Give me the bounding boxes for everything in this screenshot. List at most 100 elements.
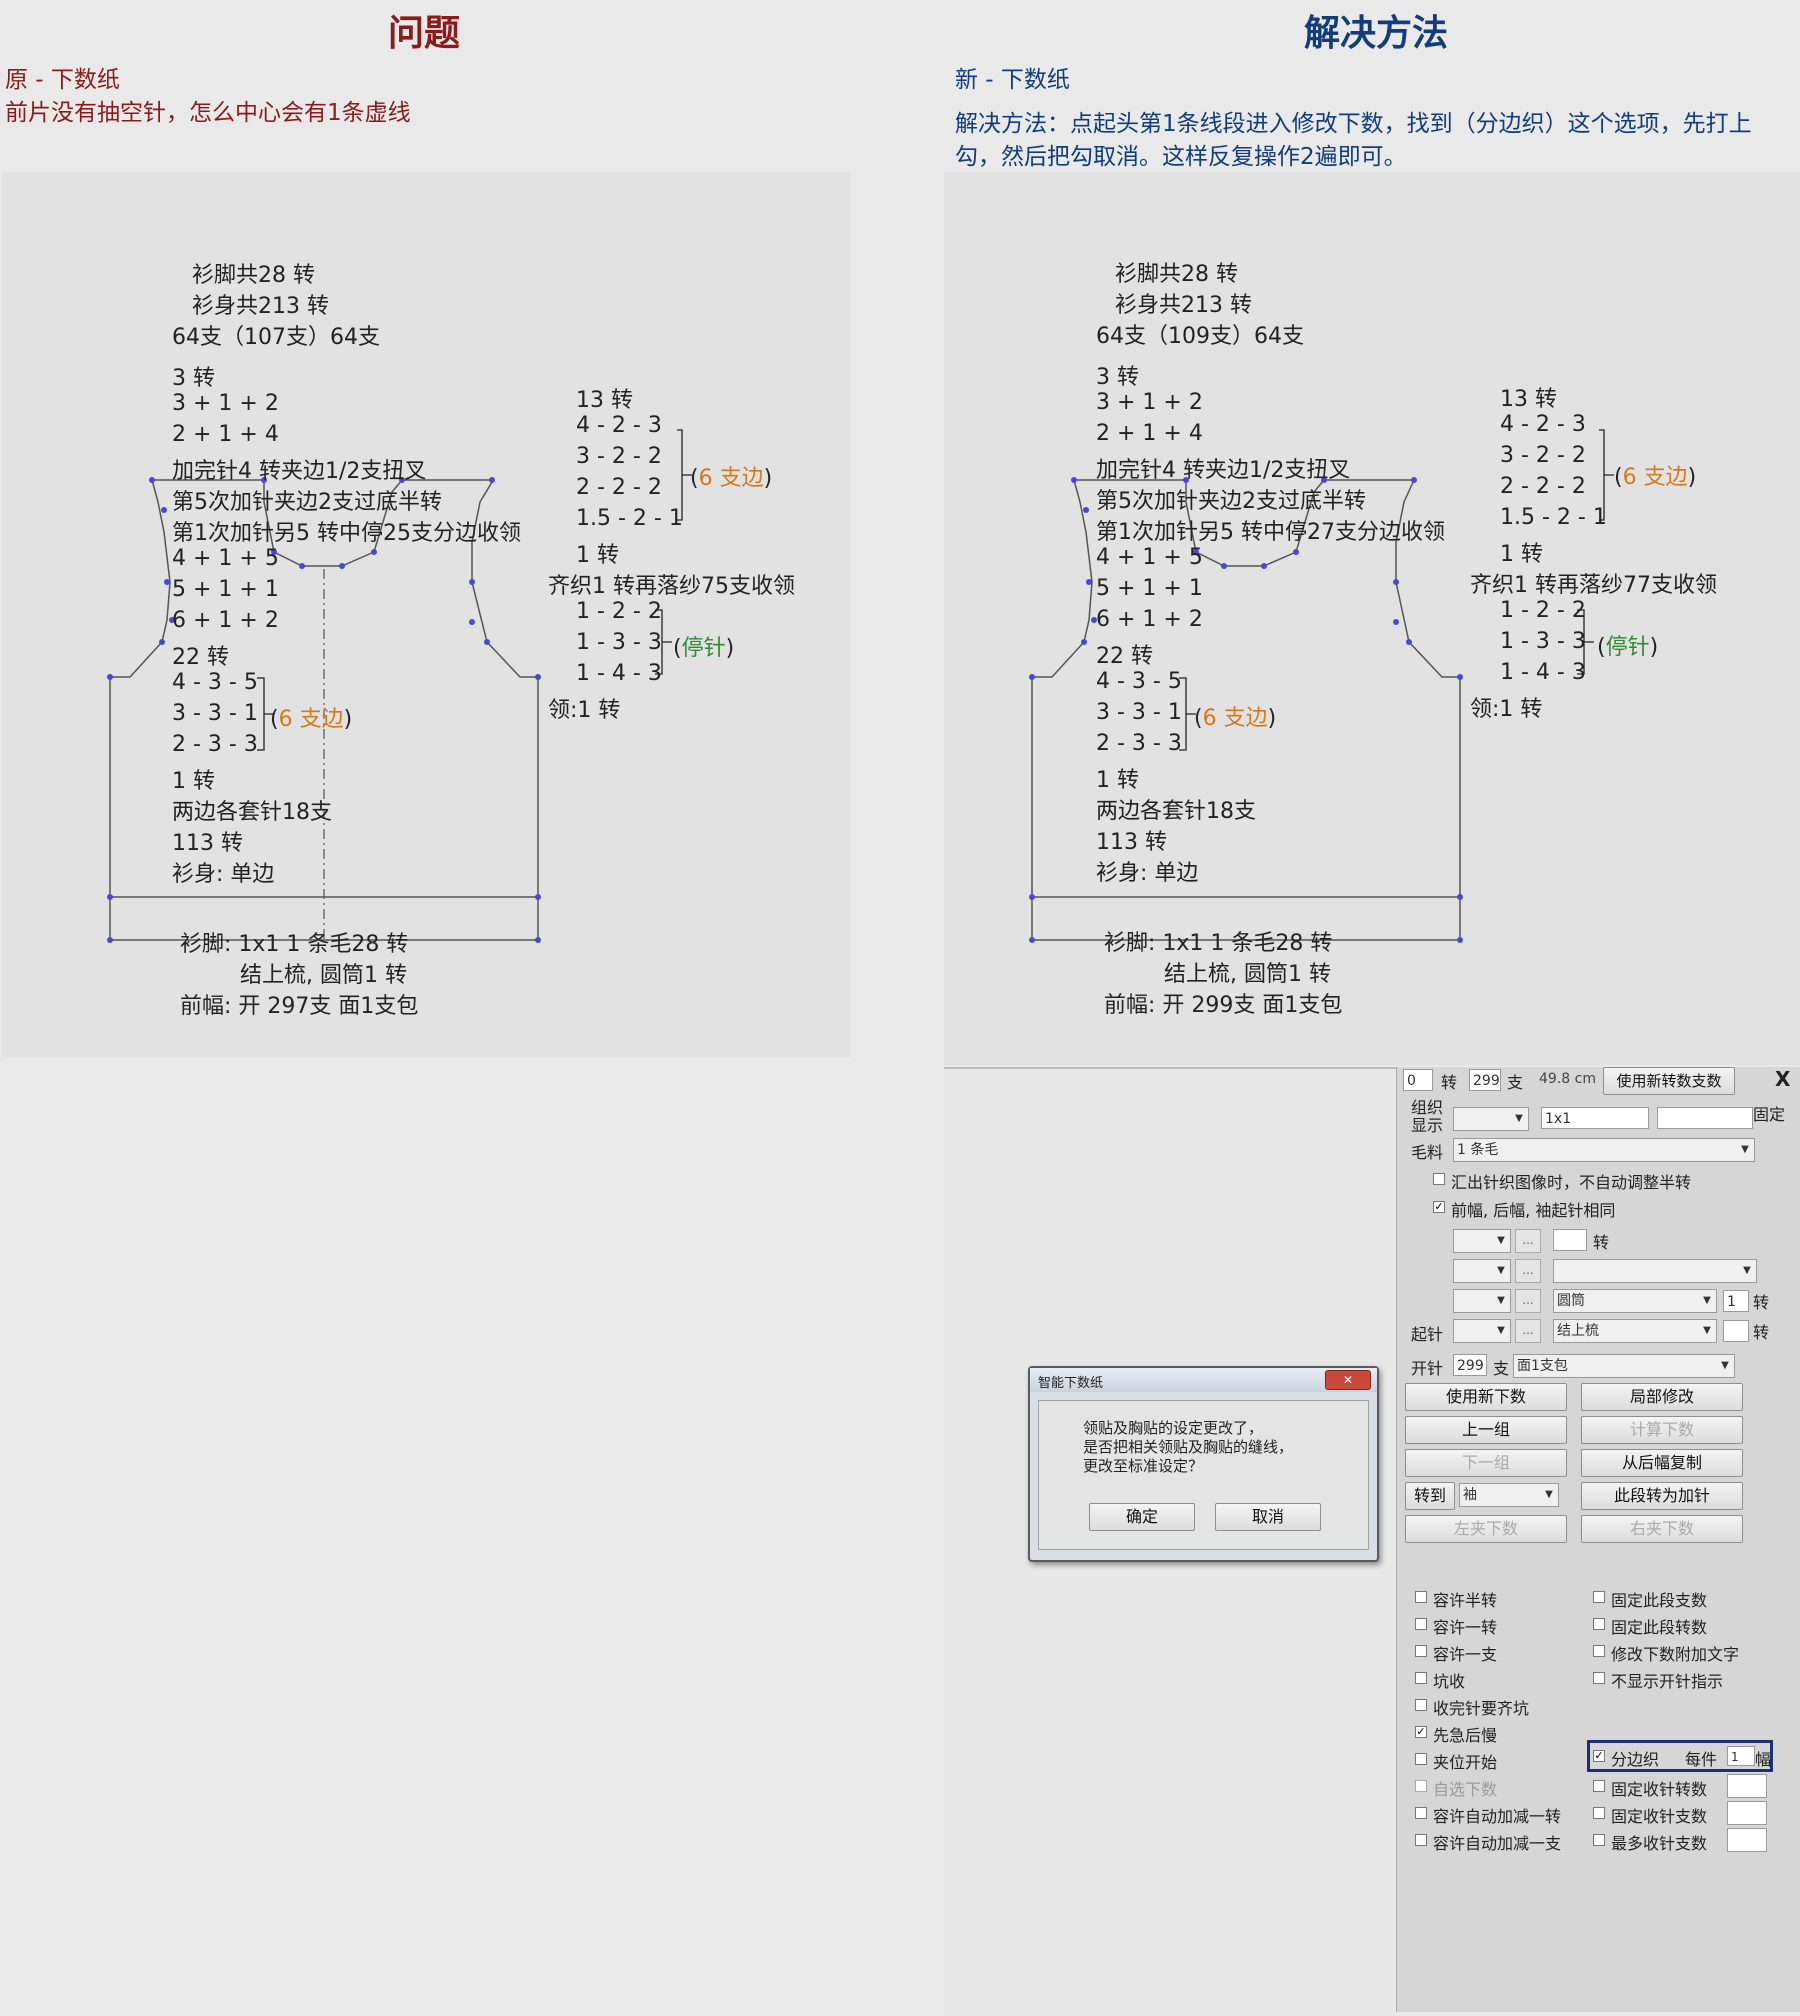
tube-value: 圆筒: [1557, 1293, 1585, 1309]
row4-select[interactable]: ▼: [1453, 1319, 1511, 1343]
left-text: 1 - 4 - 3: [576, 661, 662, 686]
left-armhole-button[interactable]: 左夹下数: [1405, 1515, 1567, 1543]
check-label: 不显示开针指示: [1611, 1672, 1724, 1691]
left-text: 64支（107支）64支: [172, 325, 380, 350]
check-label: 容许自动加减一转: [1433, 1807, 1562, 1826]
check-label: 最多收针支数: [1611, 1834, 1708, 1853]
right-text: 1.5 - 2 - 1: [1500, 505, 1607, 530]
convert-increase-button[interactable]: 此段转为加针: [1581, 1482, 1743, 1510]
row2-more-button[interactable]: ...: [1515, 1259, 1541, 1283]
row4-more-button[interactable]: ...: [1515, 1319, 1541, 1343]
append-text-checkbox[interactable]: [1593, 1645, 1605, 1657]
wrap-value: 面1支包: [1517, 1358, 1568, 1374]
allow-half-turn-checkbox[interactable]: [1415, 1591, 1427, 1603]
comb-turns-input[interactable]: [1723, 1320, 1749, 1342]
dialog-message-line: 是否把相关领贴及胸贴的缝线，: [1083, 1438, 1294, 1456]
chevron-down-icon: ▼: [1703, 1325, 1711, 1336]
goto-select[interactable]: 袖▼: [1459, 1483, 1559, 1507]
copy-from-back-button[interactable]: 从后幅复制: [1581, 1449, 1743, 1477]
even-pit-checkbox[interactable]: [1415, 1699, 1427, 1711]
right-text: 前幅: 开 299支 面1支包: [1104, 993, 1343, 1018]
open-stitch-input[interactable]: 299: [1453, 1354, 1487, 1376]
calculate-button[interactable]: 计算下数: [1581, 1416, 1743, 1444]
comb-select[interactable]: 结上梳▼: [1553, 1319, 1717, 1343]
wrap-select[interactable]: 面1支包▼: [1513, 1354, 1735, 1378]
each-input[interactable]: 1: [1727, 1746, 1755, 1766]
left-text: 5 + 1 + 1: [172, 577, 279, 602]
max-bind-input[interactable]: [1727, 1828, 1767, 1852]
bind-turns-input[interactable]: [1727, 1774, 1767, 1798]
use-new-button[interactable]: 使用新下数: [1405, 1383, 1567, 1411]
left-text: 齐织1 转再落纱75支收领: [548, 574, 795, 599]
bind-stitches-input[interactable]: [1727, 1801, 1767, 1825]
hide-cast-on-checkbox[interactable]: [1593, 1672, 1605, 1684]
check-label: 固定此段支数: [1611, 1591, 1708, 1610]
auto-stitch-checkbox[interactable]: [1415, 1834, 1427, 1846]
custom-count-checkbox[interactable]: [1415, 1780, 1427, 1792]
check-label: 固定收针转数: [1611, 1780, 1708, 1799]
row1-more-button[interactable]: ...: [1515, 1229, 1541, 1253]
left-text: 3 - 3 - 1: [172, 701, 258, 726]
stitches-input[interactable]: 299: [1469, 1069, 1501, 1091]
fast-then-slow-checkbox[interactable]: ✓: [1415, 1725, 1427, 1738]
fix-stitches-checkbox[interactable]: [1593, 1591, 1605, 1603]
right-bracket-label: (6 支边): [1614, 465, 1697, 490]
chevron-down-icon: ▼: [1497, 1295, 1505, 1306]
chevron-down-icon: ▼: [1741, 1144, 1749, 1155]
group-display-select[interactable]: ▼: [1453, 1107, 1529, 1131]
auto-turn-checkbox[interactable]: [1415, 1807, 1427, 1819]
row2-wide-select[interactable]: ▼: [1553, 1259, 1757, 1283]
split-knit-checkbox[interactable]: ✓: [1593, 1749, 1605, 1762]
goto-button[interactable]: 转到: [1405, 1482, 1455, 1510]
turns-input[interactable]: 0: [1403, 1069, 1433, 1091]
check-label: 容许一转: [1433, 1618, 1498, 1637]
same-cast-on-checkbox[interactable]: ✓: [1433, 1200, 1445, 1213]
left-text: 加完针4 转夹边1/2支扭叉: [172, 459, 427, 484]
left-text: 衫身共213 转: [192, 294, 329, 319]
check-label: 固定收针支数: [1611, 1807, 1708, 1826]
left-text: 第1次加针另5 转中停25支分边收领: [172, 521, 521, 546]
partial-edit-button[interactable]: 局部修改: [1581, 1383, 1743, 1411]
pit-decrease-checkbox[interactable]: [1415, 1672, 1427, 1684]
close-icon[interactable]: X: [1775, 1067, 1791, 1091]
row3-select[interactable]: ▼: [1453, 1289, 1511, 1313]
tube-turns-input[interactable]: 1: [1723, 1290, 1749, 1312]
pattern-input[interactable]: 1x1: [1541, 1107, 1649, 1129]
next-group-button[interactable]: 下一组: [1405, 1449, 1567, 1477]
dialog-body: 领贴及胸贴的设定更改了， 是否把相关领贴及胸贴的缝线， 更改至标准设定？ 确定 …: [1038, 1400, 1369, 1550]
allow-one-turn-checkbox[interactable]: [1415, 1618, 1427, 1630]
left-text: 前幅: 开 297支 面1支包: [180, 994, 419, 1019]
use-new-counts-button[interactable]: 使用新转数支数: [1603, 1067, 1735, 1095]
right-text: 2 - 2 - 2: [1500, 474, 1586, 499]
fix-bind-turns-checkbox[interactable]: [1593, 1780, 1605, 1792]
confirm-dialog: 智能下数纸 ✕ 领贴及胸贴的设定更改了， 是否把相关领贴及胸贴的缝线， 更改至标…: [1028, 1366, 1379, 1562]
right-text: 衫脚: 1x1 1 条毛28 转: [1104, 931, 1333, 956]
fix-bind-stitches-checkbox[interactable]: [1593, 1807, 1605, 1819]
extra-input[interactable]: [1657, 1107, 1753, 1129]
tube-select[interactable]: 圆筒▼: [1553, 1289, 1717, 1313]
fix-turns-checkbox[interactable]: [1593, 1618, 1605, 1630]
yarn-select[interactable]: 1 条毛▼: [1453, 1138, 1755, 1162]
right-text: 4 - 3 - 5: [1096, 669, 1182, 694]
right-text: 5 + 1 + 1: [1096, 576, 1203, 601]
armhole-start-checkbox[interactable]: [1415, 1753, 1427, 1765]
left-bracket-label: (6 支边): [270, 707, 353, 732]
left-problem-desc: 前片没有抽空针，怎么中心会有1条虚线: [5, 100, 411, 126]
ok-button[interactable]: 确定: [1089, 1503, 1195, 1531]
cancel-button[interactable]: 取消: [1215, 1503, 1321, 1531]
row1-select[interactable]: ▼: [1453, 1229, 1511, 1253]
left-bracket-label-text: 停针: [681, 636, 726, 661]
dialog-close-button[interactable]: ✕: [1325, 1370, 1371, 1390]
right-text: 衫身: 单边: [1096, 861, 1199, 886]
right-text: 3 - 3 - 1: [1096, 700, 1182, 725]
row2-select[interactable]: ▼: [1453, 1259, 1511, 1283]
row3-more-button[interactable]: ...: [1515, 1289, 1541, 1313]
right-armhole-button[interactable]: 右夹下数: [1581, 1515, 1743, 1543]
allow-one-stitch-checkbox[interactable]: [1415, 1645, 1427, 1657]
left-bracket-label-text: 6 支边: [698, 466, 764, 491]
max-bind-checkbox[interactable]: [1593, 1834, 1605, 1846]
right-text: 1 - 2 - 2: [1500, 598, 1586, 623]
auto-adjust-checkbox[interactable]: [1433, 1173, 1445, 1185]
prev-group-button[interactable]: 上一组: [1405, 1416, 1567, 1444]
row1-input[interactable]: [1553, 1229, 1587, 1251]
